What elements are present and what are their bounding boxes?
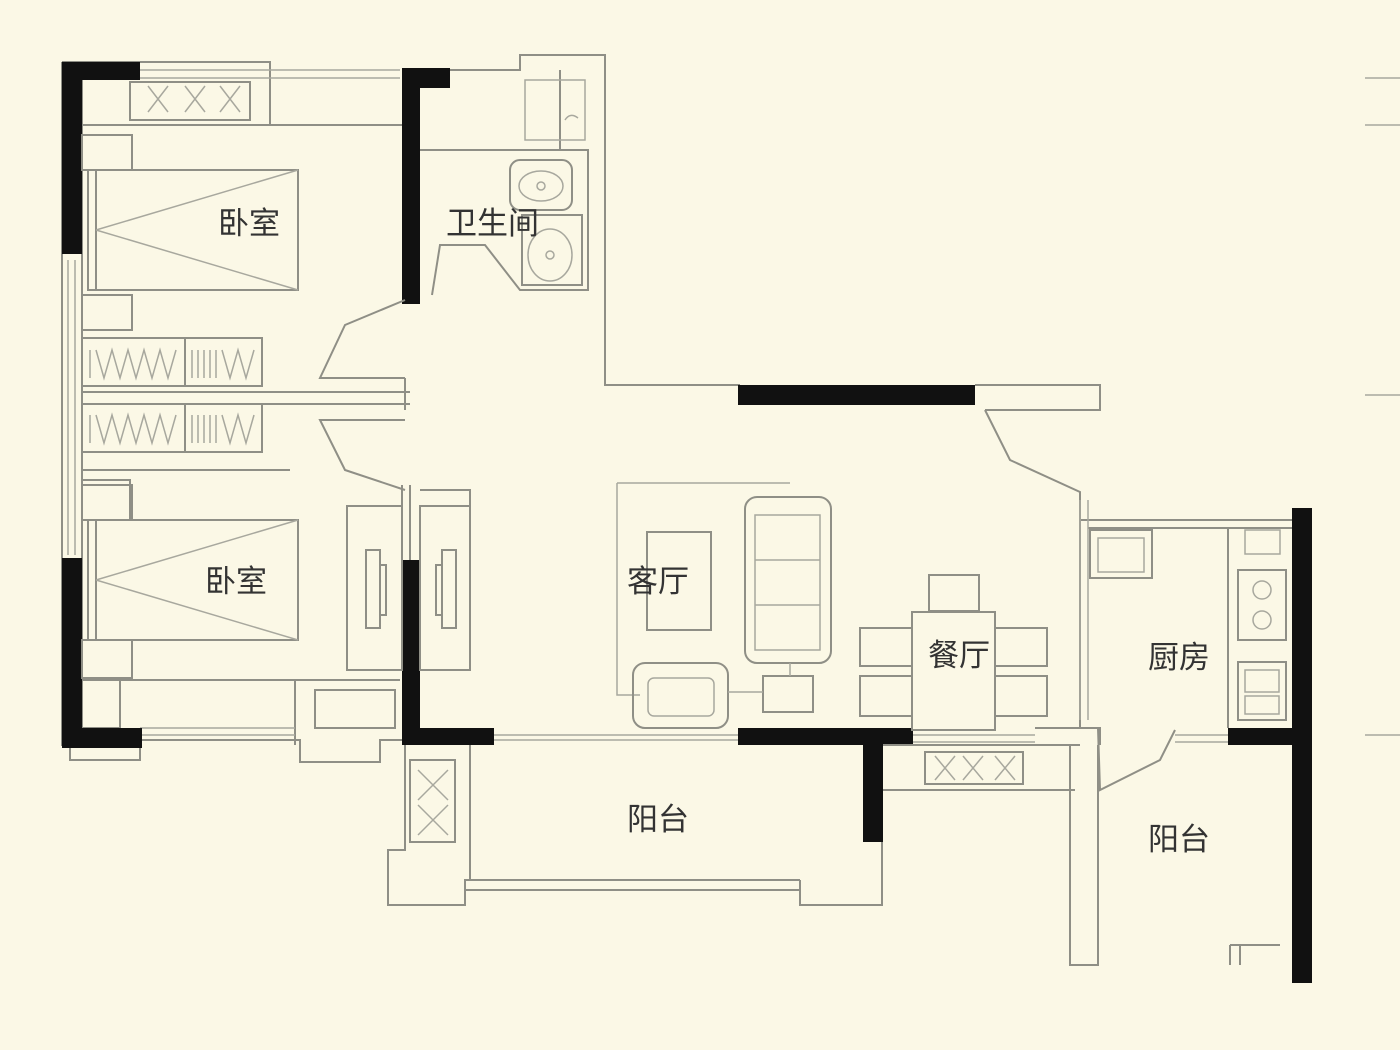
tv-cabinet-living-icon: [419, 505, 471, 671]
kitchen-sink-icon: [1237, 661, 1287, 721]
sofa-icon: [744, 496, 832, 664]
bedroom-bottom: 卧室: [81, 484, 411, 679]
room-label-kitchen: 厨房: [1148, 640, 1210, 676]
kitchen: 厨房: [1079, 500, 1292, 792]
dimension-ticks: [1365, 77, 1400, 736]
wardrobe-icon: [81, 337, 410, 453]
bathroom: 卫生间: [420, 70, 589, 296]
washbasin-icon: [509, 159, 573, 211]
coffee-table-icon: [646, 531, 712, 631]
bed-bottom-icon: [87, 519, 299, 641]
stove-icon: [1237, 569, 1287, 641]
living-room: 客厅: [419, 482, 832, 729]
room-label-living-room: 客厅: [627, 564, 689, 600]
dining-table-icon: [859, 574, 1048, 731]
bedroom-top: 卧室: [81, 81, 299, 331]
room-label-bathroom: 卫生间: [446, 206, 539, 242]
bedroom-windows: [67, 69, 400, 736]
room-label-balcony-kitchen: 阳台: [1148, 822, 1210, 858]
dining-room: 餐厅: [859, 409, 1081, 731]
hallway-doors: [318, 299, 406, 491]
balcony-kitchen: 阳台: [883, 727, 1280, 966]
bed-top-icon: [87, 169, 299, 291]
bearing-walls: [62, 62, 1312, 983]
room-label-bedroom-top: 卧室: [218, 206, 280, 242]
toilet-icon: [521, 214, 583, 286]
room-label-dining-room: 餐厅: [928, 638, 990, 674]
armchair-icon: [632, 662, 729, 729]
room-label-bedroom-bottom: 卧室: [205, 564, 267, 600]
room-label-balcony-main: 阳台: [627, 802, 689, 838]
balcony-main: 阳台: [387, 734, 883, 906]
tv-cabinet-bedroom-icon: [346, 505, 403, 671]
